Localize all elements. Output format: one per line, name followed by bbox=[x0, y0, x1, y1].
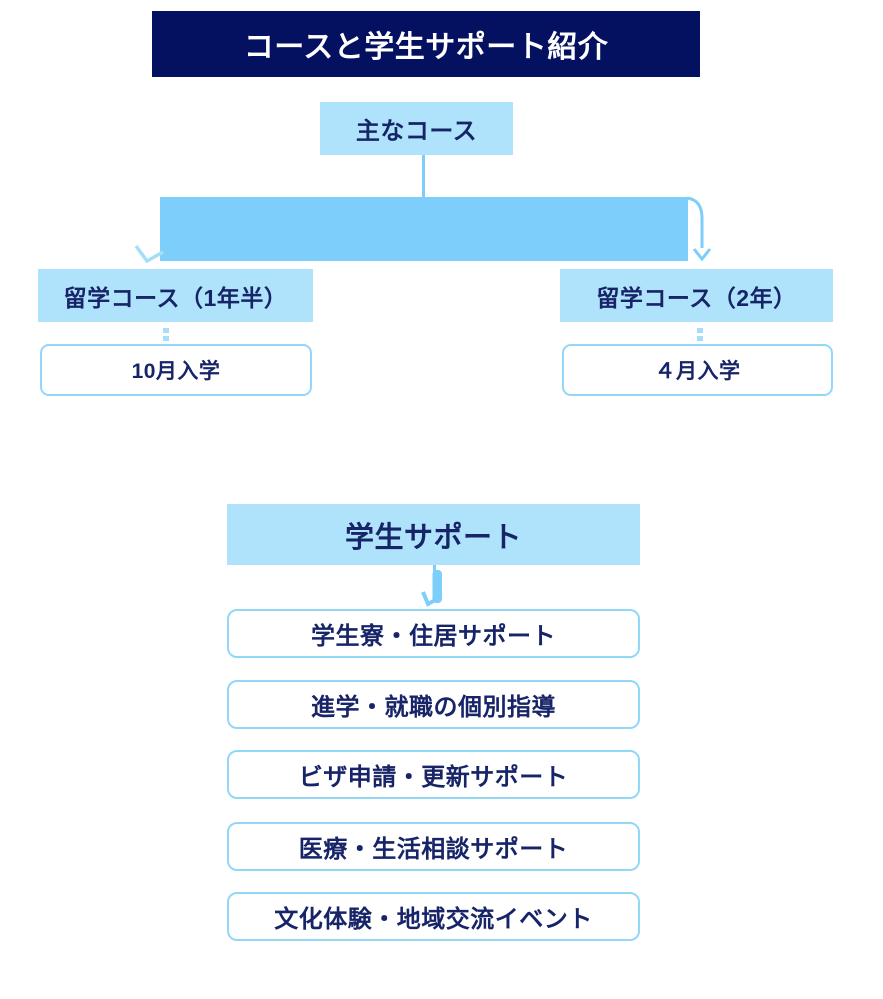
support-down-arrow-icon bbox=[421, 565, 442, 607]
support-item-career-guidance: 進学・就職の個別指導 bbox=[227, 680, 640, 729]
entry-box-october: 10月入学 bbox=[40, 344, 312, 396]
course-box-1-5-year: 留学コース（1年半） bbox=[38, 269, 313, 322]
dotted-connector-right bbox=[697, 328, 703, 341]
support-item-housing-label: 学生寮・住居サポート bbox=[311, 623, 556, 650]
curved-arrow-right-head-icon bbox=[692, 248, 712, 262]
entry-box-october-label: 10月入学 bbox=[131, 360, 221, 383]
support-item-visa: ビザ申請・更新サポート bbox=[227, 750, 640, 799]
course-box-1-5-year-label: 留学コース（1年半） bbox=[63, 284, 288, 311]
support-item-career-guidance-label: 進学・就職の個別指導 bbox=[311, 694, 556, 721]
diagram-title-banner: コースと学生サポート紹介 bbox=[152, 11, 700, 77]
dotted-connector-left bbox=[163, 328, 169, 341]
connector-line-main-course bbox=[422, 155, 425, 198]
curved-arrow-right-icon bbox=[686, 196, 704, 248]
branch-band bbox=[160, 197, 688, 261]
main-course-header-label: 主なコース bbox=[355, 118, 478, 145]
support-item-medical-label: 医療・生活相談サポート bbox=[298, 836, 569, 863]
support-header-label: 学生サポート bbox=[344, 521, 522, 554]
entry-box-april-label: ４月入学 bbox=[654, 360, 741, 383]
support-item-culture-events: 文化体験・地域交流イベント bbox=[227, 892, 640, 941]
course-box-2-year-label: 留学コース（2年） bbox=[596, 284, 797, 311]
down-arrow-left-icon bbox=[134, 244, 164, 264]
course-box-2-year: 留学コース（2年） bbox=[560, 269, 833, 322]
support-item-medical: 医療・生活相談サポート bbox=[227, 822, 640, 871]
support-item-culture-events-label: 文化体験・地域交流イベント bbox=[274, 906, 593, 933]
support-item-housing: 学生寮・住居サポート bbox=[227, 609, 640, 658]
support-item-visa-label: ビザ申請・更新サポート bbox=[298, 764, 569, 791]
entry-box-april: ４月入学 bbox=[562, 344, 833, 396]
main-course-header: 主なコース bbox=[320, 102, 513, 155]
diagram-title: コースと学生サポート紹介 bbox=[243, 31, 609, 64]
support-header: 学生サポート bbox=[227, 504, 640, 565]
